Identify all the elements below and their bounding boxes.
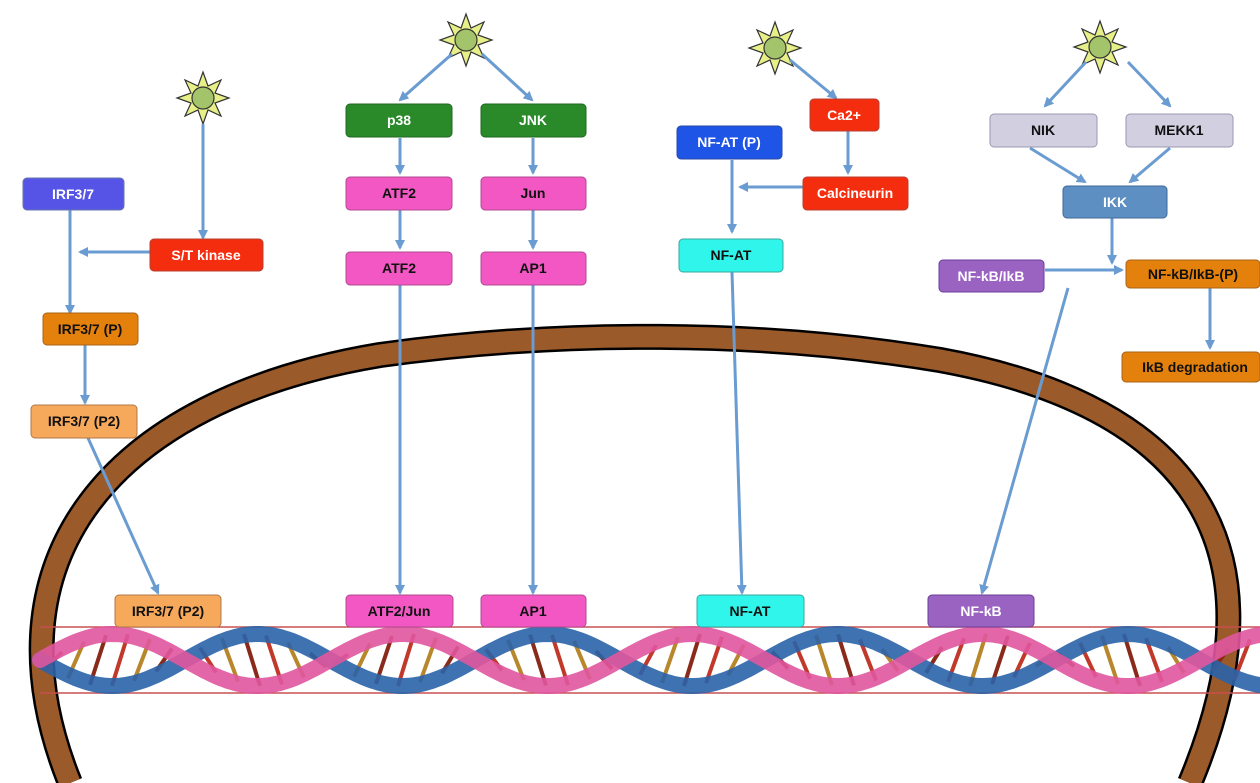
node-label: ATF2 [382,185,416,201]
node-irf37-p2-nuclear: IRF3/7 (P2) [114,594,222,628]
ligand-icon [1072,19,1128,75]
node-label: MEKK1 [1154,122,1203,138]
dna-strand-pink [32,625,1260,695]
node-label: Jun [521,185,546,201]
node-label: NIK [1031,122,1055,138]
node-label: IKK [1103,194,1127,210]
node-label: NF-kB [960,603,1001,619]
node-irf37-p2: IRF3/7 (P2) [30,404,138,439]
dna-base-pair [396,633,416,687]
node-label: IRF3/7 (P2) [48,413,120,429]
node-mekk1: MEKK1 [1125,113,1234,148]
arrow-irf-p2-to-nucleus [86,437,160,595]
node-label: S/T kinase [171,247,240,263]
node-p38: p38 [345,103,453,138]
node-label: IRF3/7 [52,186,94,202]
node-atf2-jun-nuclear: ATF2/Jun [345,594,454,628]
node-ap1-nuclear: AP1 [480,594,587,628]
nuclear-membrane [28,323,1242,783]
node-atf2-upper: ATF2 [345,176,453,211]
dna-base-pair [1122,633,1142,687]
arrow-nik-to-ikk [1029,146,1087,184]
node-nfkb-nuclear: NF-kB [927,594,1035,628]
node-label: NF-AT [730,603,771,619]
node-ikb-degradation: IkB degradation [1121,351,1260,383]
node-nik: NIK [989,113,1098,148]
dna-base-pair [968,633,988,687]
pathway-arrows [65,52,1215,595]
node-label: IRF3/7 (P) [58,321,123,337]
node-label: NF-kB/IkB-(P) [1148,266,1238,282]
ligand-icon [438,12,494,68]
node-jnk: JNK [480,103,587,138]
node-label: ATF2 [382,260,416,276]
dna-helix [32,625,1260,695]
node-jun: Jun [480,176,587,211]
arrow-nfat-to-nucleus [730,271,747,595]
node-irf37-p: IRF3/7 (P) [42,312,139,346]
node-nfat: NF-AT [678,238,784,273]
node-label: IRF3/7 (P2) [132,603,204,619]
node-nfat-p: NF-AT (P) [676,125,783,160]
ligand-icon [175,70,231,126]
node-nfkb-ikb: NF-kB/IkB [938,259,1045,293]
node-ap1: AP1 [480,251,587,286]
node-nfkb-ikb-p: NF-kB/IkB-(P) [1125,259,1260,289]
node-label: Ca2+ [827,107,861,123]
node-label: IkB degradation [1142,359,1248,375]
arrow-ligand-to-mekk1 [1126,60,1172,108]
node-label: AP1 [519,603,546,619]
node-label: NF-AT [711,247,752,263]
arrow-ligand-to-jnk [480,52,534,102]
dna-base-pair [682,633,702,687]
node-calcineurin: Calcineurin [802,176,909,211]
node-label: JNK [519,112,547,128]
node-irf37: IRF3/7 [22,177,125,211]
node-ikk: IKK [1062,185,1168,219]
ligand-icon [747,20,803,76]
pathway-nodes: IRF3/7 S/T kinase IRF3/7 (P) IRF3/7 (P2)… [22,98,1260,628]
node-label: p38 [387,112,411,128]
node-label: NF-AT (P) [697,134,761,150]
arrow-nfkb-to-nucleus [979,287,1070,595]
node-nfat-nuclear: NF-AT [696,594,805,628]
node-label: AP1 [519,260,546,276]
node-atf2-lower: ATF2 [345,251,453,286]
node-label: ATF2/Jun [368,603,431,619]
node-ca2: Ca2+ [809,98,880,132]
dna-base-pair [242,633,262,687]
arrow-ligand-to-ca2 [789,58,838,100]
node-st-kinase: S/T kinase [149,238,264,272]
arrow-ligand-to-p38 [398,52,453,102]
arrow-ligand-to-nik [1043,60,1088,108]
node-label: Calcineurin [817,185,893,201]
arrow-mekk1-to-ikk [1128,146,1171,184]
node-label: NF-kB/IkB [958,268,1025,284]
